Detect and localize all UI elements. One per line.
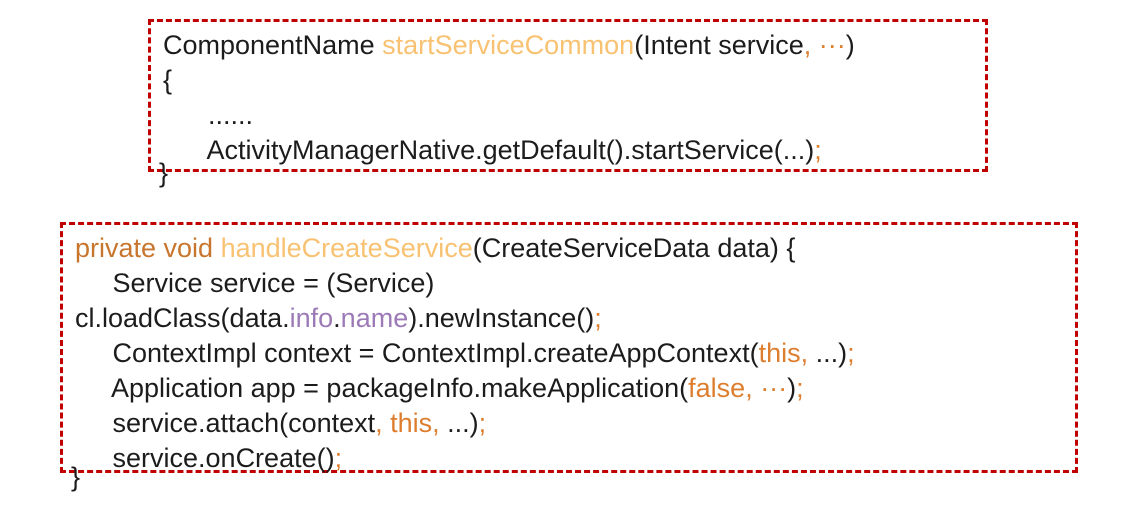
code-lines: ComponentName startServiceCommon(Intent … (151, 22, 985, 168)
snippet-box-handleCreateService: private void handleCreateService(CreateS… (60, 222, 1078, 492)
code-segment: ...) (815, 338, 848, 368)
code-segment: . (333, 303, 341, 333)
code-segment: Service service = (Service) (75, 268, 435, 298)
code-line: Service service = (Service) (75, 266, 1063, 301)
code-line: service.onCreate(); (75, 441, 1063, 476)
snippet-box-startServiceCommon: ComponentName startServiceCommon(Intent … (148, 19, 988, 188)
code-lines: private void handleCreateService(CreateS… (63, 225, 1075, 476)
code-segment: ...) (447, 408, 479, 438)
code-line: cl.loadClass(data.info.name).newInstance… (75, 301, 1063, 336)
code-line: service.attach(context, this, ...); (75, 406, 1063, 441)
code-segment: name (340, 303, 409, 333)
code-segment: this, (758, 338, 816, 368)
code-segment: ) (845, 30, 855, 60)
code-line: ContextImpl context = ContextImpl.create… (75, 336, 1063, 371)
code-segment: ActivityManagerNative.getDefault().start… (163, 135, 815, 165)
code-segment: ; (796, 373, 804, 403)
code-segment: ) (787, 373, 797, 403)
code-segment: info (289, 303, 334, 333)
code-segment: ...... (163, 100, 254, 130)
code-segment: cl.loadClass(data. (75, 303, 290, 333)
code-segment: private void (75, 233, 221, 263)
code-line: Application app = packageInfo.makeApplic… (75, 371, 1063, 406)
code-line: private void handleCreateService(CreateS… (75, 231, 1063, 266)
code-segment: service.onCreate() (75, 443, 335, 473)
code-segment: ; (814, 135, 822, 165)
code-line: { (163, 63, 973, 98)
code-segment: handleCreateService (220, 233, 473, 263)
code-line: ComponentName startServiceCommon(Intent … (163, 28, 973, 63)
code-line: ...... (163, 98, 973, 133)
code-segment: service.attach(context (75, 408, 376, 438)
code-segment: ).newInstance() (408, 303, 595, 333)
closing-brace: } (159, 158, 169, 188)
code-line: ActivityManagerNative.getDefault().start… (163, 133, 973, 168)
code-segment: ; (478, 408, 487, 438)
code-segment: (CreateServiceData data) { (472, 233, 796, 263)
code-segment: false, ··· (688, 373, 788, 403)
code-segment: , ··· (803, 30, 846, 60)
closing-brace: } (71, 462, 81, 492)
code-segment: Application app = packageInfo.makeApplic… (75, 373, 689, 403)
code-segment: ; (334, 443, 343, 473)
code-segment: ComponentName (163, 30, 383, 60)
code-segment: ContextImpl context = ContextImpl.create… (75, 338, 759, 368)
code-segment: (Intent service (634, 30, 804, 60)
code-segment: { (163, 65, 173, 95)
code-segment: ; (594, 303, 602, 333)
code-segment: startServiceCommon (382, 30, 635, 60)
code-segment: ; (847, 338, 855, 368)
code-segment: , this, (375, 408, 448, 438)
